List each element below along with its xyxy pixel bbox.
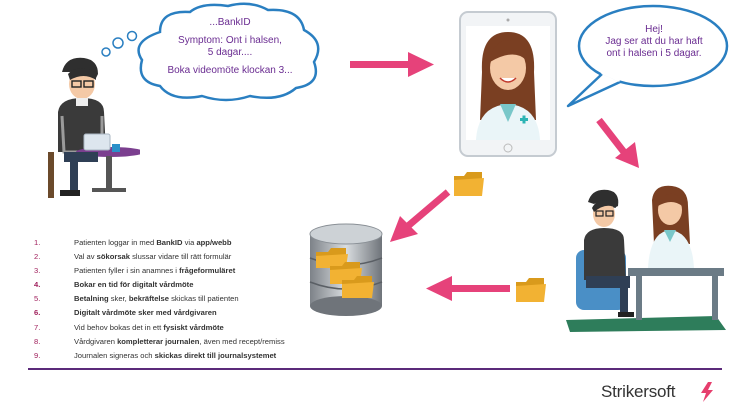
speech-line-3: ont i halsen i 5 dagar. bbox=[606, 48, 702, 59]
step-text: Digitalt vårdmöte sker med vårdgivaren bbox=[74, 308, 217, 317]
step-item: 1. Patienten loggar in med BankID via app… bbox=[34, 238, 354, 252]
step-number: 4. bbox=[34, 280, 41, 290]
step-item: 7. Vid behov bokas det in ett fysiskt vår… bbox=[34, 323, 354, 337]
arrow-left-icon bbox=[426, 276, 510, 301]
tablet-doctor-illustration bbox=[459, 11, 557, 157]
step-number: 7. bbox=[34, 322, 41, 332]
step-text-part: för bbox=[117, 280, 133, 290]
step-number: 3. bbox=[34, 266, 41, 276]
step-text-part: fysiskt vårdmöte bbox=[163, 322, 224, 332]
patient-illustration bbox=[48, 57, 140, 198]
thought-line-4: Boka videomöte klockan 3... bbox=[167, 65, 293, 76]
speech-line-1: Hej! bbox=[645, 24, 663, 35]
step-text-part: sker med vårdgivaren bbox=[136, 308, 217, 318]
step-text: Vid behov bokas det in ett fysiskt vårdm… bbox=[74, 323, 224, 332]
step-number: 2. bbox=[34, 252, 41, 262]
strikersoft-logo-mark-icon bbox=[701, 382, 713, 402]
step-text: Patienten fyller i sin anamnes i frågefo… bbox=[74, 266, 235, 275]
step-text-part: skickas till patienten bbox=[168, 294, 239, 304]
footer-divider bbox=[28, 368, 722, 370]
steps-list: 1. Patienten loggar in med BankID via app… bbox=[34, 238, 354, 365]
step-item: 8. Vårdgivaren kompletterar journalen, äv… bbox=[34, 337, 354, 351]
step-item: 9. Journalen signeras och skickas direkt … bbox=[34, 351, 354, 365]
folder-icon bbox=[454, 172, 484, 196]
speech-bubble bbox=[566, 4, 729, 108]
arrow-down-right-icon bbox=[596, 117, 639, 168]
arrow-down-left-icon bbox=[390, 189, 451, 242]
step-text-part: digitalt vårdmöte bbox=[132, 280, 194, 290]
step-text-part: , även med recept/remiss bbox=[199, 336, 285, 346]
step-text-part: Journalen signeras och bbox=[74, 350, 155, 360]
step-text-part: BankID bbox=[156, 238, 183, 247]
step-text: Betalning sker, bekräftelse skickas till… bbox=[74, 294, 239, 303]
step-item: 2. Val av sökorsak slussar vidare till rä… bbox=[34, 252, 354, 266]
thought-line-1: ...BankID bbox=[209, 17, 251, 28]
step-text-part: app/webb bbox=[196, 238, 232, 247]
step-text: Bokar en tid för digitalt vårdmöte bbox=[74, 280, 193, 289]
step-text-part: skickas direkt till journalsystemet bbox=[154, 350, 277, 360]
step-text-part: bekräftelse bbox=[128, 294, 169, 304]
step-item: 6. Digitalt vårdmöte sker med vårdgivaren bbox=[34, 308, 354, 322]
thought-bubble-text: ...BankID Symptom: Ont i halsen, 5 dagar… bbox=[150, 17, 310, 77]
thought-line-3: 5 dagar.... bbox=[207, 47, 253, 58]
step-text: Val av sökorsak slussar vidare till rätt… bbox=[74, 252, 231, 261]
meeting-illustration bbox=[566, 185, 726, 332]
step-text-part: Patienten loggar in med bbox=[74, 238, 157, 247]
step-text-part: slussar vidare till rätt formulär bbox=[130, 252, 232, 262]
step-text-part: Patienten fyller i sin anamnes i bbox=[74, 266, 180, 276]
step-text: Journalen signeras och skickas direkt ti… bbox=[74, 351, 276, 360]
step-text-part: Betalning bbox=[74, 294, 109, 304]
step-text-part: Vid behov bokas det in ett bbox=[74, 322, 164, 332]
step-text-part: Bokar en tid bbox=[74, 280, 118, 290]
strikersoft-logo: Strikersoft bbox=[601, 382, 676, 401]
step-item: 3. Patienten fyller i sin anamnes i fråge… bbox=[34, 266, 354, 280]
thought-line-2: Symptom: Ont i halsen, bbox=[178, 35, 282, 46]
step-text: Patienten loggar in med BankID via app/w… bbox=[74, 238, 231, 247]
step-number: 8. bbox=[34, 336, 41, 346]
step-text-part: Val av bbox=[74, 252, 97, 262]
step-text-part: kompletterar journalen bbox=[117, 336, 200, 346]
thought-dots bbox=[101, 30, 138, 57]
step-item: 5. Betalning sker, bekräftelse skickas ti… bbox=[34, 294, 354, 308]
folder-icon-2 bbox=[516, 278, 546, 302]
speech-line-2: Jag ser att du har haft bbox=[605, 36, 703, 47]
step-text-part: frågeformuläret bbox=[179, 266, 236, 276]
thought-cloud bbox=[137, 2, 320, 102]
database-icon bbox=[309, 223, 383, 316]
step-text-part: via bbox=[182, 238, 197, 247]
step-number: 9. bbox=[34, 350, 41, 360]
step-text-part: Vårdgivaren bbox=[74, 336, 118, 346]
step-text-part: sökorsak bbox=[96, 252, 131, 262]
speech-bubble-text: Hej! Jag ser att du har haft ont i halse… bbox=[590, 24, 718, 60]
step-number: 1. bbox=[34, 238, 41, 247]
step-number: 5. bbox=[34, 294, 41, 304]
step-text-part: sker, bbox=[108, 294, 129, 304]
step-text-part: Digitalt vårdmöte bbox=[74, 308, 137, 318]
step-number: 6. bbox=[34, 308, 41, 318]
step-item: 4. Bokar en tid för digitalt vårdmöte bbox=[34, 280, 354, 294]
step-text: Vårdgivaren kompletterar journalen, även… bbox=[74, 337, 285, 346]
arrow-right-icon bbox=[350, 52, 434, 77]
